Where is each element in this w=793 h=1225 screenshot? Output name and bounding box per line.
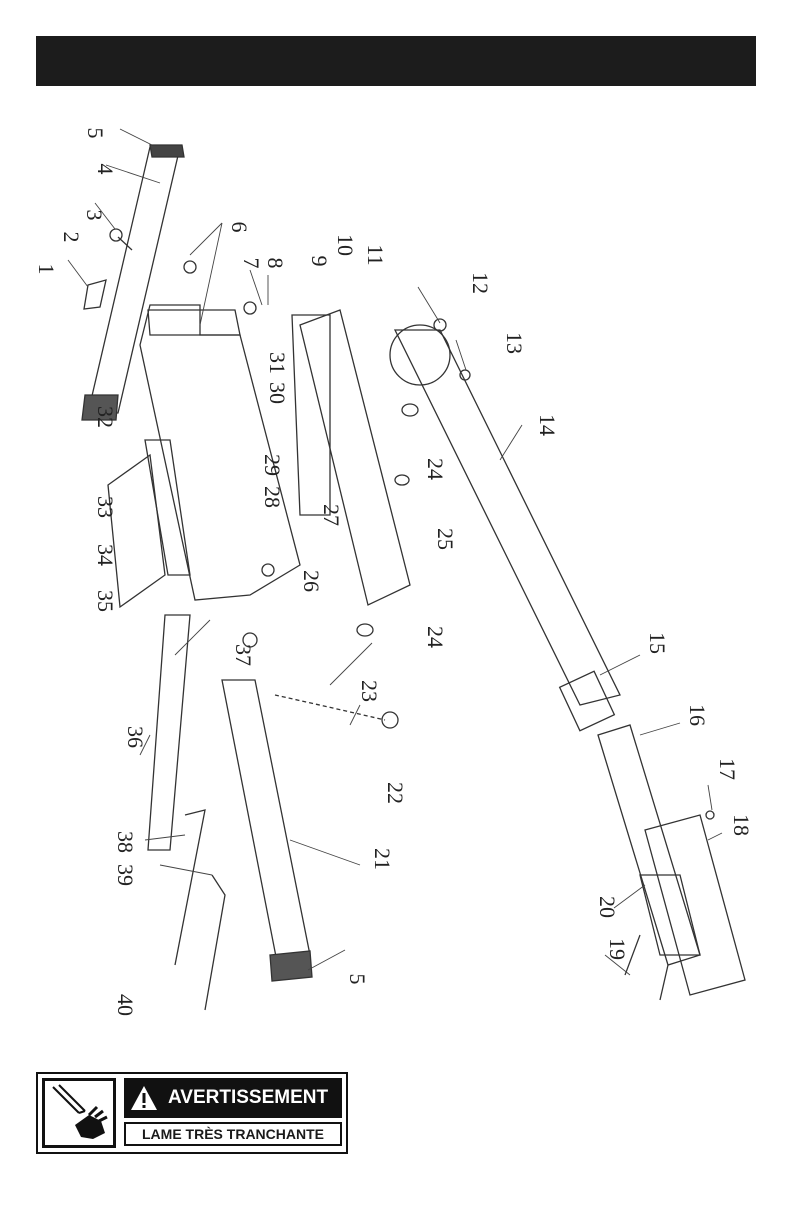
callout-15: 15 xyxy=(645,626,669,660)
part-5-end-cap-bottom xyxy=(270,951,312,981)
callout-5-bottom: 5 xyxy=(345,962,369,996)
callout-28: 28 xyxy=(260,480,284,514)
callout-20: 20 xyxy=(595,890,619,924)
callout-11: 11 xyxy=(363,238,387,272)
callout-4: 4 xyxy=(93,152,117,186)
callout-2: 2 xyxy=(59,220,83,254)
part-24-washer-b xyxy=(357,624,373,636)
callout-13: 13 xyxy=(502,326,526,360)
callout-8: 8 xyxy=(263,246,287,280)
callout-40: 40 xyxy=(113,988,137,1022)
callout-33: 33 xyxy=(93,490,117,524)
callout-32: 32 xyxy=(93,400,117,434)
hand-cut-warning-icon xyxy=(42,1078,116,1148)
part-25-housing xyxy=(300,310,410,605)
callout-31: 31 xyxy=(265,346,289,380)
part-33-bracket xyxy=(148,310,240,335)
callout-23: 23 xyxy=(357,674,381,708)
part-40-hex-key xyxy=(205,875,225,1010)
part-35-bar xyxy=(145,440,190,575)
callout-24-b: 24 xyxy=(423,620,447,654)
part-5-end-cap-top xyxy=(150,145,184,157)
warning-title: AVERTISSEMENT xyxy=(168,1078,328,1118)
callout-24-a: 24 xyxy=(423,452,447,486)
callout-1: 1 xyxy=(34,252,58,286)
warning-label: AVERTISSEMENT LAME TRÈS TRANCHANTE xyxy=(36,1072,348,1154)
callout-19: 19 xyxy=(605,932,629,966)
callout-16: 16 xyxy=(685,698,709,732)
callout-3: 3 xyxy=(82,198,106,232)
callout-9: 9 xyxy=(307,244,331,278)
callout-14: 14 xyxy=(535,408,559,442)
header-bar xyxy=(36,36,756,86)
callout-5-top: 5 xyxy=(83,116,107,150)
callout-34: 34 xyxy=(93,538,117,572)
part-1-plate xyxy=(84,280,106,309)
callout-29: 29 xyxy=(260,448,284,482)
part-12-pivot xyxy=(390,325,450,385)
warning-title-band: AVERTISSEMENT xyxy=(124,1078,342,1118)
exclamation-triangle-icon xyxy=(130,1078,160,1118)
part-20-grip-half xyxy=(640,875,700,955)
callout-17: 17 xyxy=(715,752,739,786)
callout-36: 36 xyxy=(123,720,147,754)
callout-26: 26 xyxy=(299,564,323,598)
part-18-grip xyxy=(645,815,745,995)
callout-12: 12 xyxy=(468,266,492,300)
part-21-bar xyxy=(222,680,310,967)
warning-subtitle: LAME TRÈS TRANCHANTE xyxy=(124,1122,342,1146)
callout-22: 22 xyxy=(383,776,407,810)
callout-6: 6 xyxy=(227,210,251,244)
exploded-parts-diagram: 5 4 3 2 1 6 7 8 9 10 11 12 13 14 15 16 1… xyxy=(0,95,793,1055)
parts-drawing xyxy=(0,95,793,1055)
callout-30: 30 xyxy=(265,376,289,410)
callout-35: 35 xyxy=(93,584,117,618)
part-24-washer-a xyxy=(402,404,418,416)
part-4-rail xyxy=(88,147,180,413)
part-27-stand xyxy=(292,315,330,515)
callout-7: 7 xyxy=(239,246,263,280)
callout-25: 25 xyxy=(433,522,457,556)
callout-10: 10 xyxy=(333,228,357,262)
part-39-hex-key xyxy=(175,810,205,965)
callout-27: 27 xyxy=(319,498,343,532)
part-38-plate xyxy=(148,615,190,850)
callout-38: 38 xyxy=(113,825,137,859)
callout-18: 18 xyxy=(729,808,753,842)
callout-39: 39 xyxy=(113,858,137,892)
callout-37: 37 xyxy=(231,638,255,672)
callout-21: 21 xyxy=(370,842,394,876)
